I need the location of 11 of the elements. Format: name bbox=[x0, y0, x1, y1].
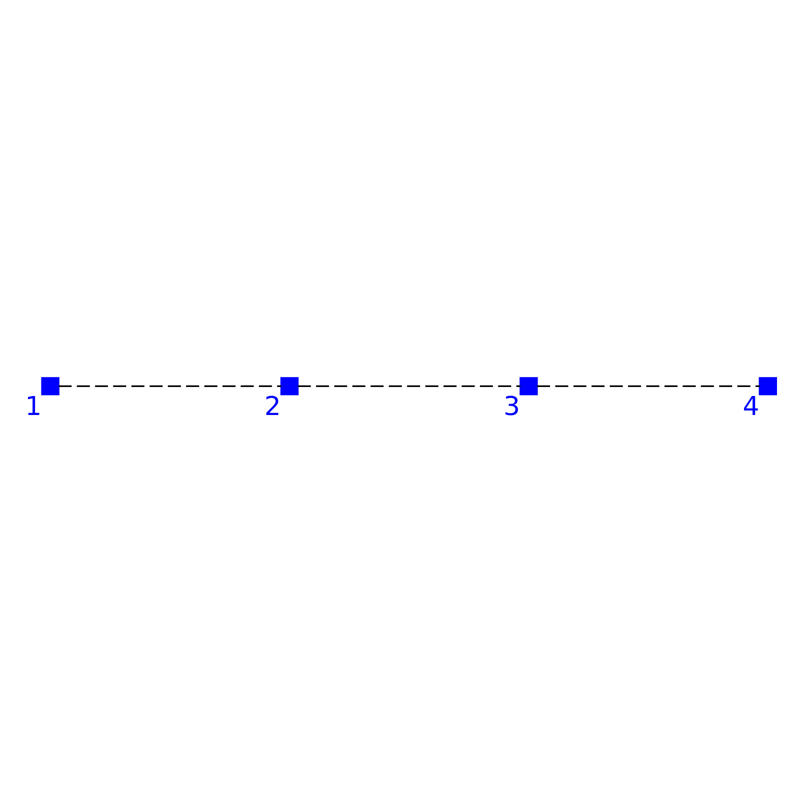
node-label: 2 bbox=[264, 391, 281, 422]
connector bbox=[298, 384, 520, 386]
node-label: 3 bbox=[504, 391, 520, 422]
node-label: 4 bbox=[742, 391, 760, 422]
node-box bbox=[280, 376, 299, 395]
connector bbox=[537, 384, 760, 386]
node-box bbox=[41, 376, 60, 395]
node-label: 1 bbox=[25, 391, 42, 422]
connector bbox=[58, 384, 282, 386]
node-box bbox=[520, 376, 538, 395]
node-box bbox=[758, 376, 777, 395]
